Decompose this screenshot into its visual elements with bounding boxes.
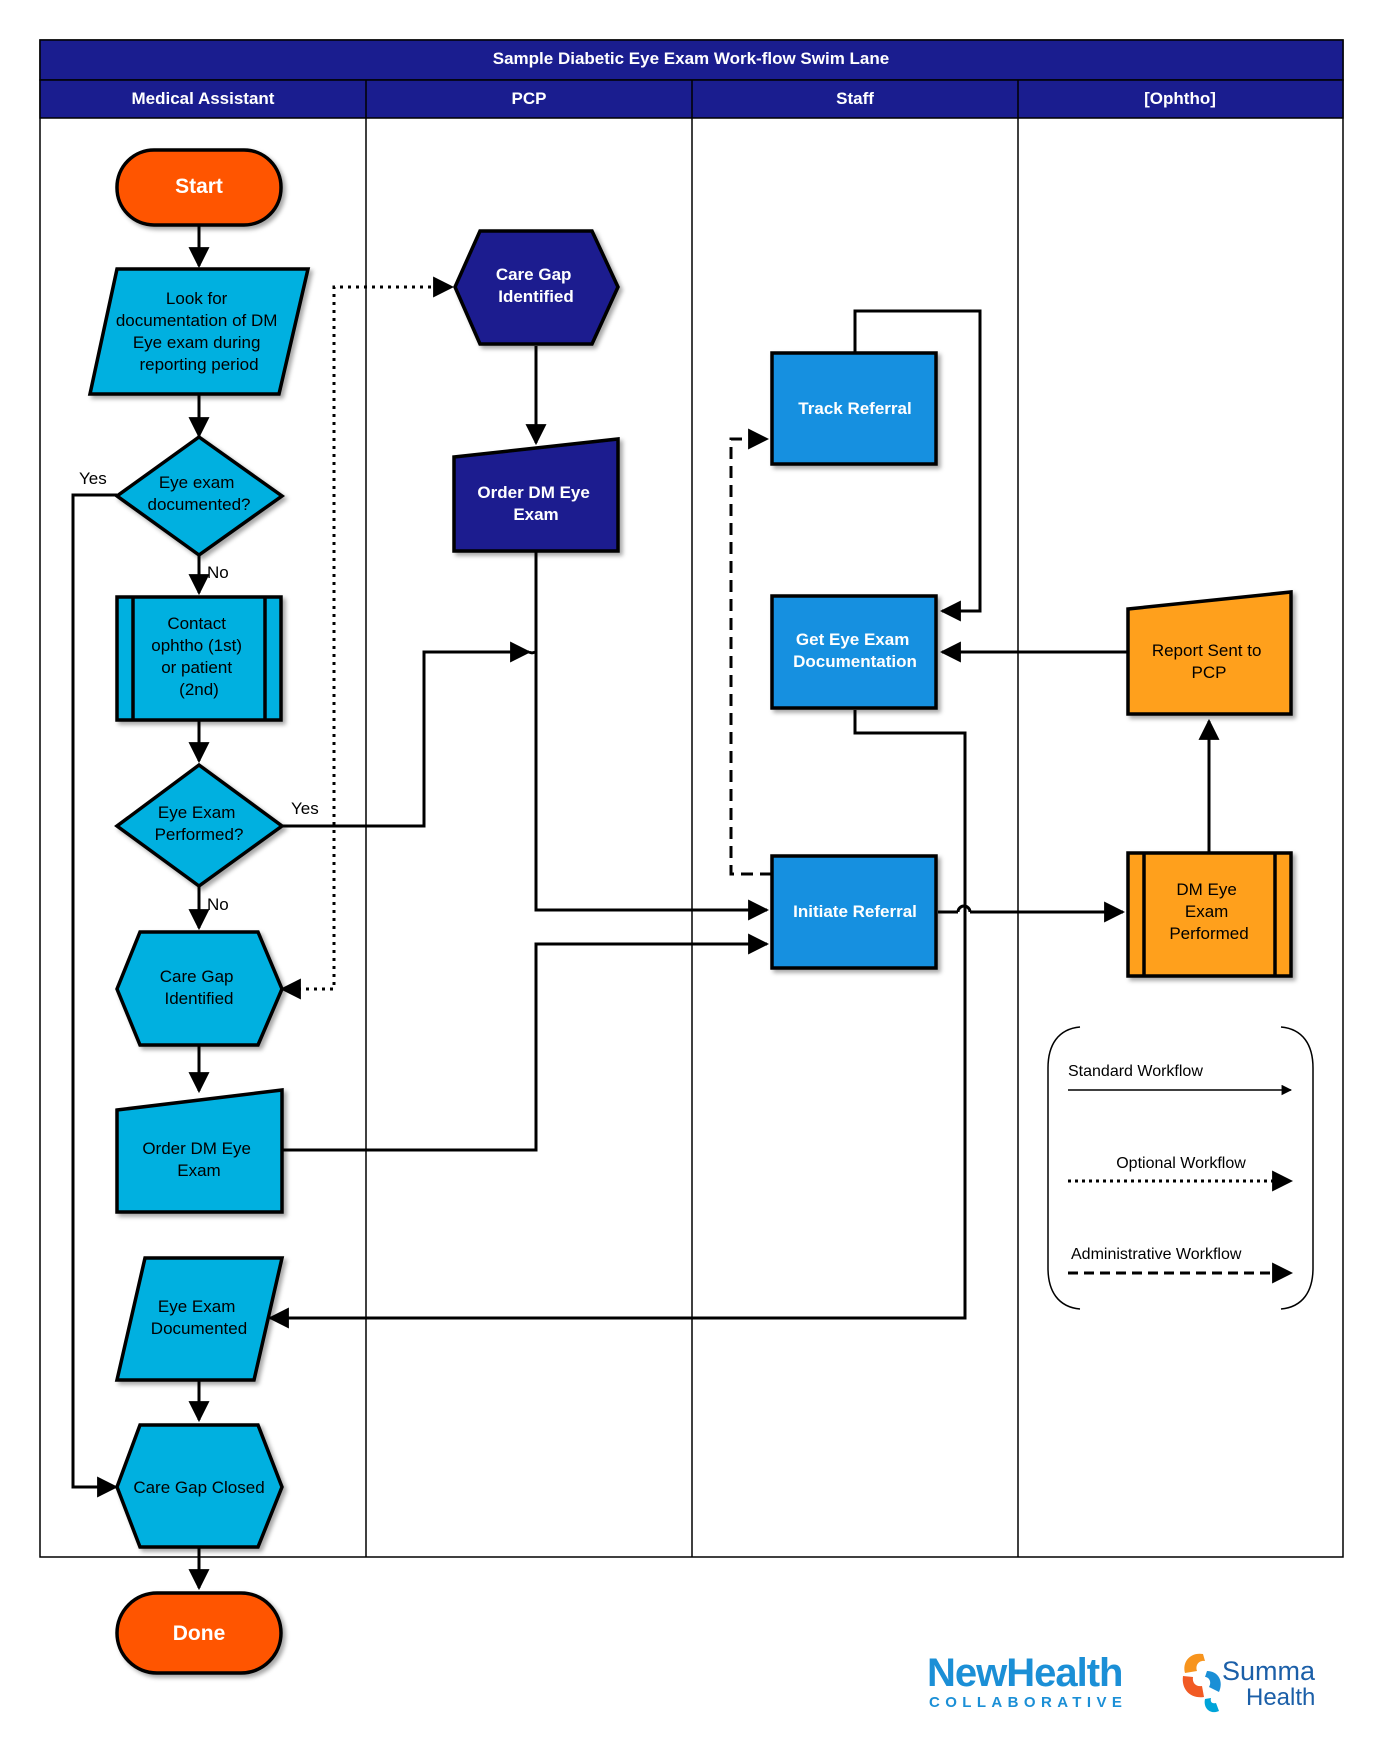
decision-eye-exam-documented: Eye exam documented?: [114, 434, 286, 558]
label-yes-documented: Yes: [79, 469, 107, 488]
edge-documented-yes: [71, 493, 119, 1498]
legend-optional-label: Optional Workflow: [1116, 1155, 1246, 1172]
label-yes-performed: Yes: [291, 799, 319, 818]
lane-medical-assistant: Medical Assistant: [132, 89, 275, 108]
edge-get-doc-to-documented: [267, 710, 967, 1329]
look-for-documentation: Look for documentation of DM Eye exam du…: [87, 267, 311, 396]
eye-exam-documented: Eye Exam Documented: [114, 1256, 285, 1382]
svg-text:Order DM Eye Exam: Order DM Eye Exam: [477, 483, 594, 524]
svg-text:Order DM Eye Exam: Order DM Eye Exam: [142, 1139, 255, 1180]
svg-text:Report Sent to PCP: Report Sent to PCP: [1152, 641, 1266, 682]
newhealth-logo: NewHealth COLLABORATIVE: [927, 1651, 1127, 1711]
decision-eye-exam-performed: Eye Exam Performed?: [114, 762, 285, 889]
get-eye-exam-documentation: Get Eye Exam Documentation: [770, 594, 938, 710]
contact-ophtho: Contact ophtho (1st) or patient (2nd): [115, 595, 283, 722]
svg-text:Track Referral: Track Referral: [798, 399, 911, 418]
svg-text:Care Gap Identified: Care Gap Identified: [160, 967, 238, 1008]
edge-jump-staff: [956, 904, 972, 913]
diagram-title: Sample Diabetic Eye Exam Work-flow Swim …: [493, 49, 889, 68]
svg-text:Start: Start: [175, 175, 223, 198]
dm-eye-exam-performed: DM Eye Exam Performed: [1126, 851, 1293, 978]
nodes: Start Look for documentation of DM Eye e…: [87, 148, 1293, 1675]
svg-text:Care Gap Identified: Care Gap Identified: [496, 265, 576, 306]
svg-text:NewHealth: NewHealth: [927, 1651, 1123, 1695]
label-no-documented: No: [207, 563, 229, 582]
svg-text:Summa: Summa: [1222, 1656, 1316, 1686]
legend-administrative-label: Administrative Workflow: [1071, 1246, 1242, 1263]
svg-text:Done: Done: [173, 1622, 226, 1645]
initiate-referral: Initiate Referral: [770, 854, 938, 970]
order-dm-eye-exam-ma: Order DM Eye Exam: [115, 1088, 284, 1214]
title-bar: [39, 39, 1344, 81]
summa-health-logo: Summa Health: [1182, 1653, 1316, 1713]
edge-jump-pcp: [528, 650, 536, 655]
done-terminal: Done: [115, 1591, 283, 1675]
edge-labels: Yes No Yes No: [79, 469, 319, 914]
track-referral: Track Referral: [770, 351, 938, 466]
svg-text:Look for documentation: Look for documentation of DM Eye exam du…: [116, 289, 282, 374]
svg-text:Eye Exam Documented: Eye Exam Documented: [151, 1297, 247, 1338]
edge-track-loop: [853, 309, 982, 622]
care-gap-identified-ma: Care Gap Identified: [115, 930, 284, 1047]
svg-text:Eye Exam Performed?: Eye Exam Performed?: [155, 803, 244, 844]
svg-text:Health: Health: [1246, 1684, 1315, 1711]
care-gap-closed: Care Gap Closed: [115, 1423, 284, 1549]
edge-ma-order-to-initiate: [282, 933, 770, 1152]
summa-mark-icon: [1182, 1653, 1221, 1713]
svg-text:Initiate Referral: Initiate Referral: [793, 902, 917, 921]
order-dm-eye-exam-pcp: Order DM Eye Exam: [452, 437, 620, 553]
svg-text:Contact ophtho (1st): Contact ophtho (1st) or patient (2nd): [151, 614, 246, 699]
legend: Standard Workflow Optional Workflow Admi…: [1047, 1026, 1314, 1310]
label-no-performed: No: [207, 895, 229, 914]
svg-text:Get Eye Exam Documenta: Get Eye Exam Documentation: [793, 630, 917, 671]
edge-optional-to-pcp-gap: [279, 276, 455, 1000]
lane-pcp: PCP: [512, 89, 547, 108]
svg-text:DM Eye Exam Pe: DM Eye Exam Performed: [1169, 880, 1248, 943]
report-sent-to-pcp: Report Sent to PCP: [1126, 590, 1293, 716]
svg-text:Care Gap Closed: Care Gap Closed: [133, 1478, 264, 1497]
connectors: [71, 226, 1220, 1591]
start-terminal: Start: [115, 148, 283, 227]
legend-standard-label: Standard Workflow: [1068, 1063, 1203, 1080]
svg-text:Eye exam documented?: Eye exam documented?: [147, 473, 250, 514]
svg-text:COLLABORATIVE: COLLABORATIVE: [929, 1694, 1127, 1711]
edge-admin-initiate-to-track: [729, 428, 772, 876]
lane-ophtho: [Ophtho]: [1144, 89, 1216, 108]
edge-pcp-order-to-initiate: [534, 552, 770, 921]
care-gap-identified-pcp: Care Gap Identified: [453, 229, 620, 346]
lane-staff: Staff: [836, 89, 874, 108]
